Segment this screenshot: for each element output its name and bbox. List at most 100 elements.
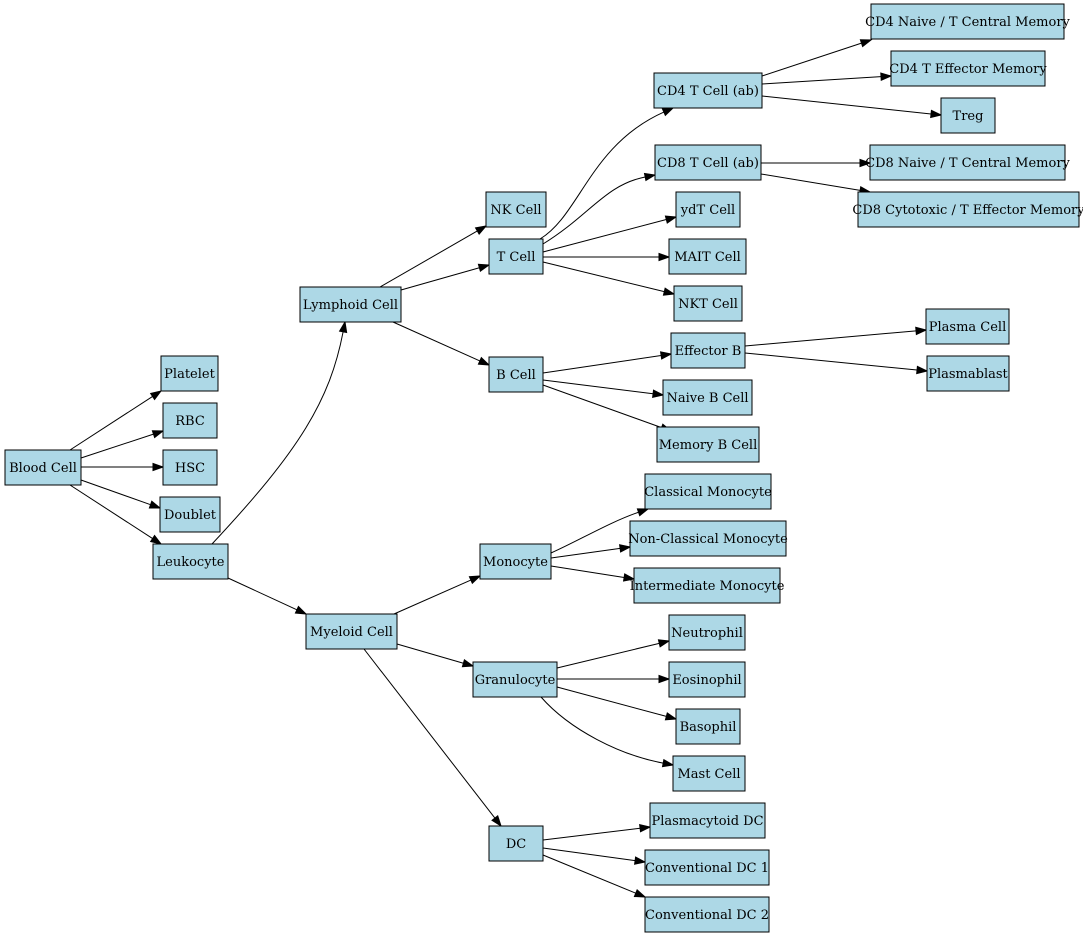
node-box (869, 144, 1066, 181)
edge-line (400, 267, 480, 291)
node-box (668, 614, 746, 651)
node-label: CD8 Cytotoxic / T Effector Memory (852, 203, 1083, 218)
arrowhead-icon (662, 287, 676, 296)
node-label: Monocyte (483, 555, 548, 570)
edge-cd8-to-cd8cyto (760, 173, 872, 195)
arrowhead-icon (634, 856, 647, 865)
node-label: Blood Cell (9, 461, 77, 476)
arrowhead-icon (915, 326, 928, 336)
edge-line (542, 219, 667, 253)
node-box (656, 426, 760, 463)
node-label: Effector B (675, 344, 742, 359)
node-box (649, 802, 766, 839)
edge-line (69, 484, 153, 539)
node-box (662, 379, 753, 416)
node-box (488, 238, 544, 275)
node-myeloid: Myeloid Cell (305, 613, 398, 650)
edge-myeloid-to-gran (396, 643, 475, 668)
edge-tcell-to-nkt (542, 261, 676, 296)
node-box (159, 496, 221, 533)
edge-dc-to-cdc1 (542, 847, 647, 865)
node-label: MAIT Cell (674, 250, 741, 265)
edge-line (744, 352, 918, 371)
node-gran: Granulocyte (472, 661, 558, 698)
node-cdc1: Conventional DC 1 (644, 849, 770, 886)
edge-line (396, 643, 464, 664)
node-plasmablast: Plasmablast (926, 355, 1010, 392)
node-label: Plasmablast (928, 367, 1008, 382)
node-label: CD4 T Cell (ab) (657, 84, 759, 99)
edge-line (556, 686, 667, 717)
edge-mono-to-nonclassmono (550, 544, 632, 559)
node-eosino: Eosinophil (668, 661, 746, 698)
edge-blood-to-leuko (69, 484, 163, 545)
node-box (926, 355, 1010, 392)
node-memb: Memory B Cell (656, 426, 760, 463)
arrowhead-icon (664, 712, 678, 721)
arrowhead-icon (664, 215, 678, 224)
edge-dc-to-cdc2 (542, 854, 647, 898)
edge-lymph-to-nk (379, 225, 488, 288)
edge-line (363, 648, 496, 819)
edge-line (550, 547, 621, 559)
edge-line (542, 176, 646, 245)
node-label: Doublet (164, 508, 217, 523)
node-cd8naive: CD8 Naive / T Central Memory (865, 144, 1071, 181)
node-rbc: RBC (162, 402, 218, 439)
node-box (162, 402, 218, 439)
node-label: NK Cell (490, 203, 541, 218)
node-blood: Blood Cell (4, 449, 82, 486)
node-box (668, 661, 746, 698)
edge-line (761, 76, 882, 85)
arrowhead-icon (474, 225, 488, 235)
node-box (472, 661, 558, 698)
edge-mono-to-intermono (550, 565, 636, 582)
arrowhead-icon (636, 508, 650, 517)
node-dc: DC (488, 825, 544, 862)
edge-gran-to-neutro (556, 639, 671, 669)
edge-line (211, 331, 344, 545)
node-box (940, 97, 996, 134)
node-nkt: NKT Cell (673, 285, 743, 322)
node-box (633, 567, 781, 604)
arrowhead-icon (633, 889, 647, 898)
edge-lymph-to-tcell (400, 263, 491, 291)
edge-line (542, 827, 641, 841)
node-mono: Monocyte (479, 543, 552, 580)
edge-tcell-to-mait (543, 252, 671, 262)
edge-line (542, 261, 665, 293)
arrowhead-icon (657, 639, 671, 648)
node-cd4eff: CD4 T Effector Memory (889, 50, 1047, 87)
edge-line (761, 42, 862, 77)
edge-blood-to-rbc (80, 430, 165, 459)
edge-bcell-to-memb (542, 384, 673, 432)
node-label: Non-Classical Monocyte (628, 532, 788, 547)
node-label: Eosinophil (672, 673, 741, 688)
node-box (488, 356, 544, 393)
node-box (488, 825, 544, 862)
edge-line (227, 577, 298, 611)
node-box (670, 332, 746, 369)
node-label: Naive B Cell (666, 391, 748, 406)
edge-effb-to-plasma (744, 326, 928, 347)
node-intermono: Intermediate Monocyte (630, 567, 785, 604)
node-label: DC (506, 837, 526, 852)
node-platelet: Platelet (160, 355, 219, 392)
node-ydt: ydT Cell (675, 191, 741, 228)
arrowhead-icon (652, 389, 665, 398)
edge-line (69, 396, 153, 451)
node-mait: MAIT Cell (668, 238, 747, 275)
arrowhead-icon (916, 365, 929, 375)
node-box (629, 520, 787, 557)
edge-myeloid-to-mono (393, 575, 482, 615)
node-label: Treg (953, 109, 984, 124)
arrowhead-icon (151, 430, 165, 439)
node-box (4, 449, 82, 486)
node-box (925, 308, 1010, 345)
node-label: NKT Cell (678, 297, 738, 312)
node-box (673, 285, 743, 322)
arrowhead-icon (149, 390, 163, 401)
node-label: Leukocyte (157, 555, 225, 570)
node-box (675, 191, 741, 228)
node-label: Plasmacytoid DC (651, 814, 763, 829)
